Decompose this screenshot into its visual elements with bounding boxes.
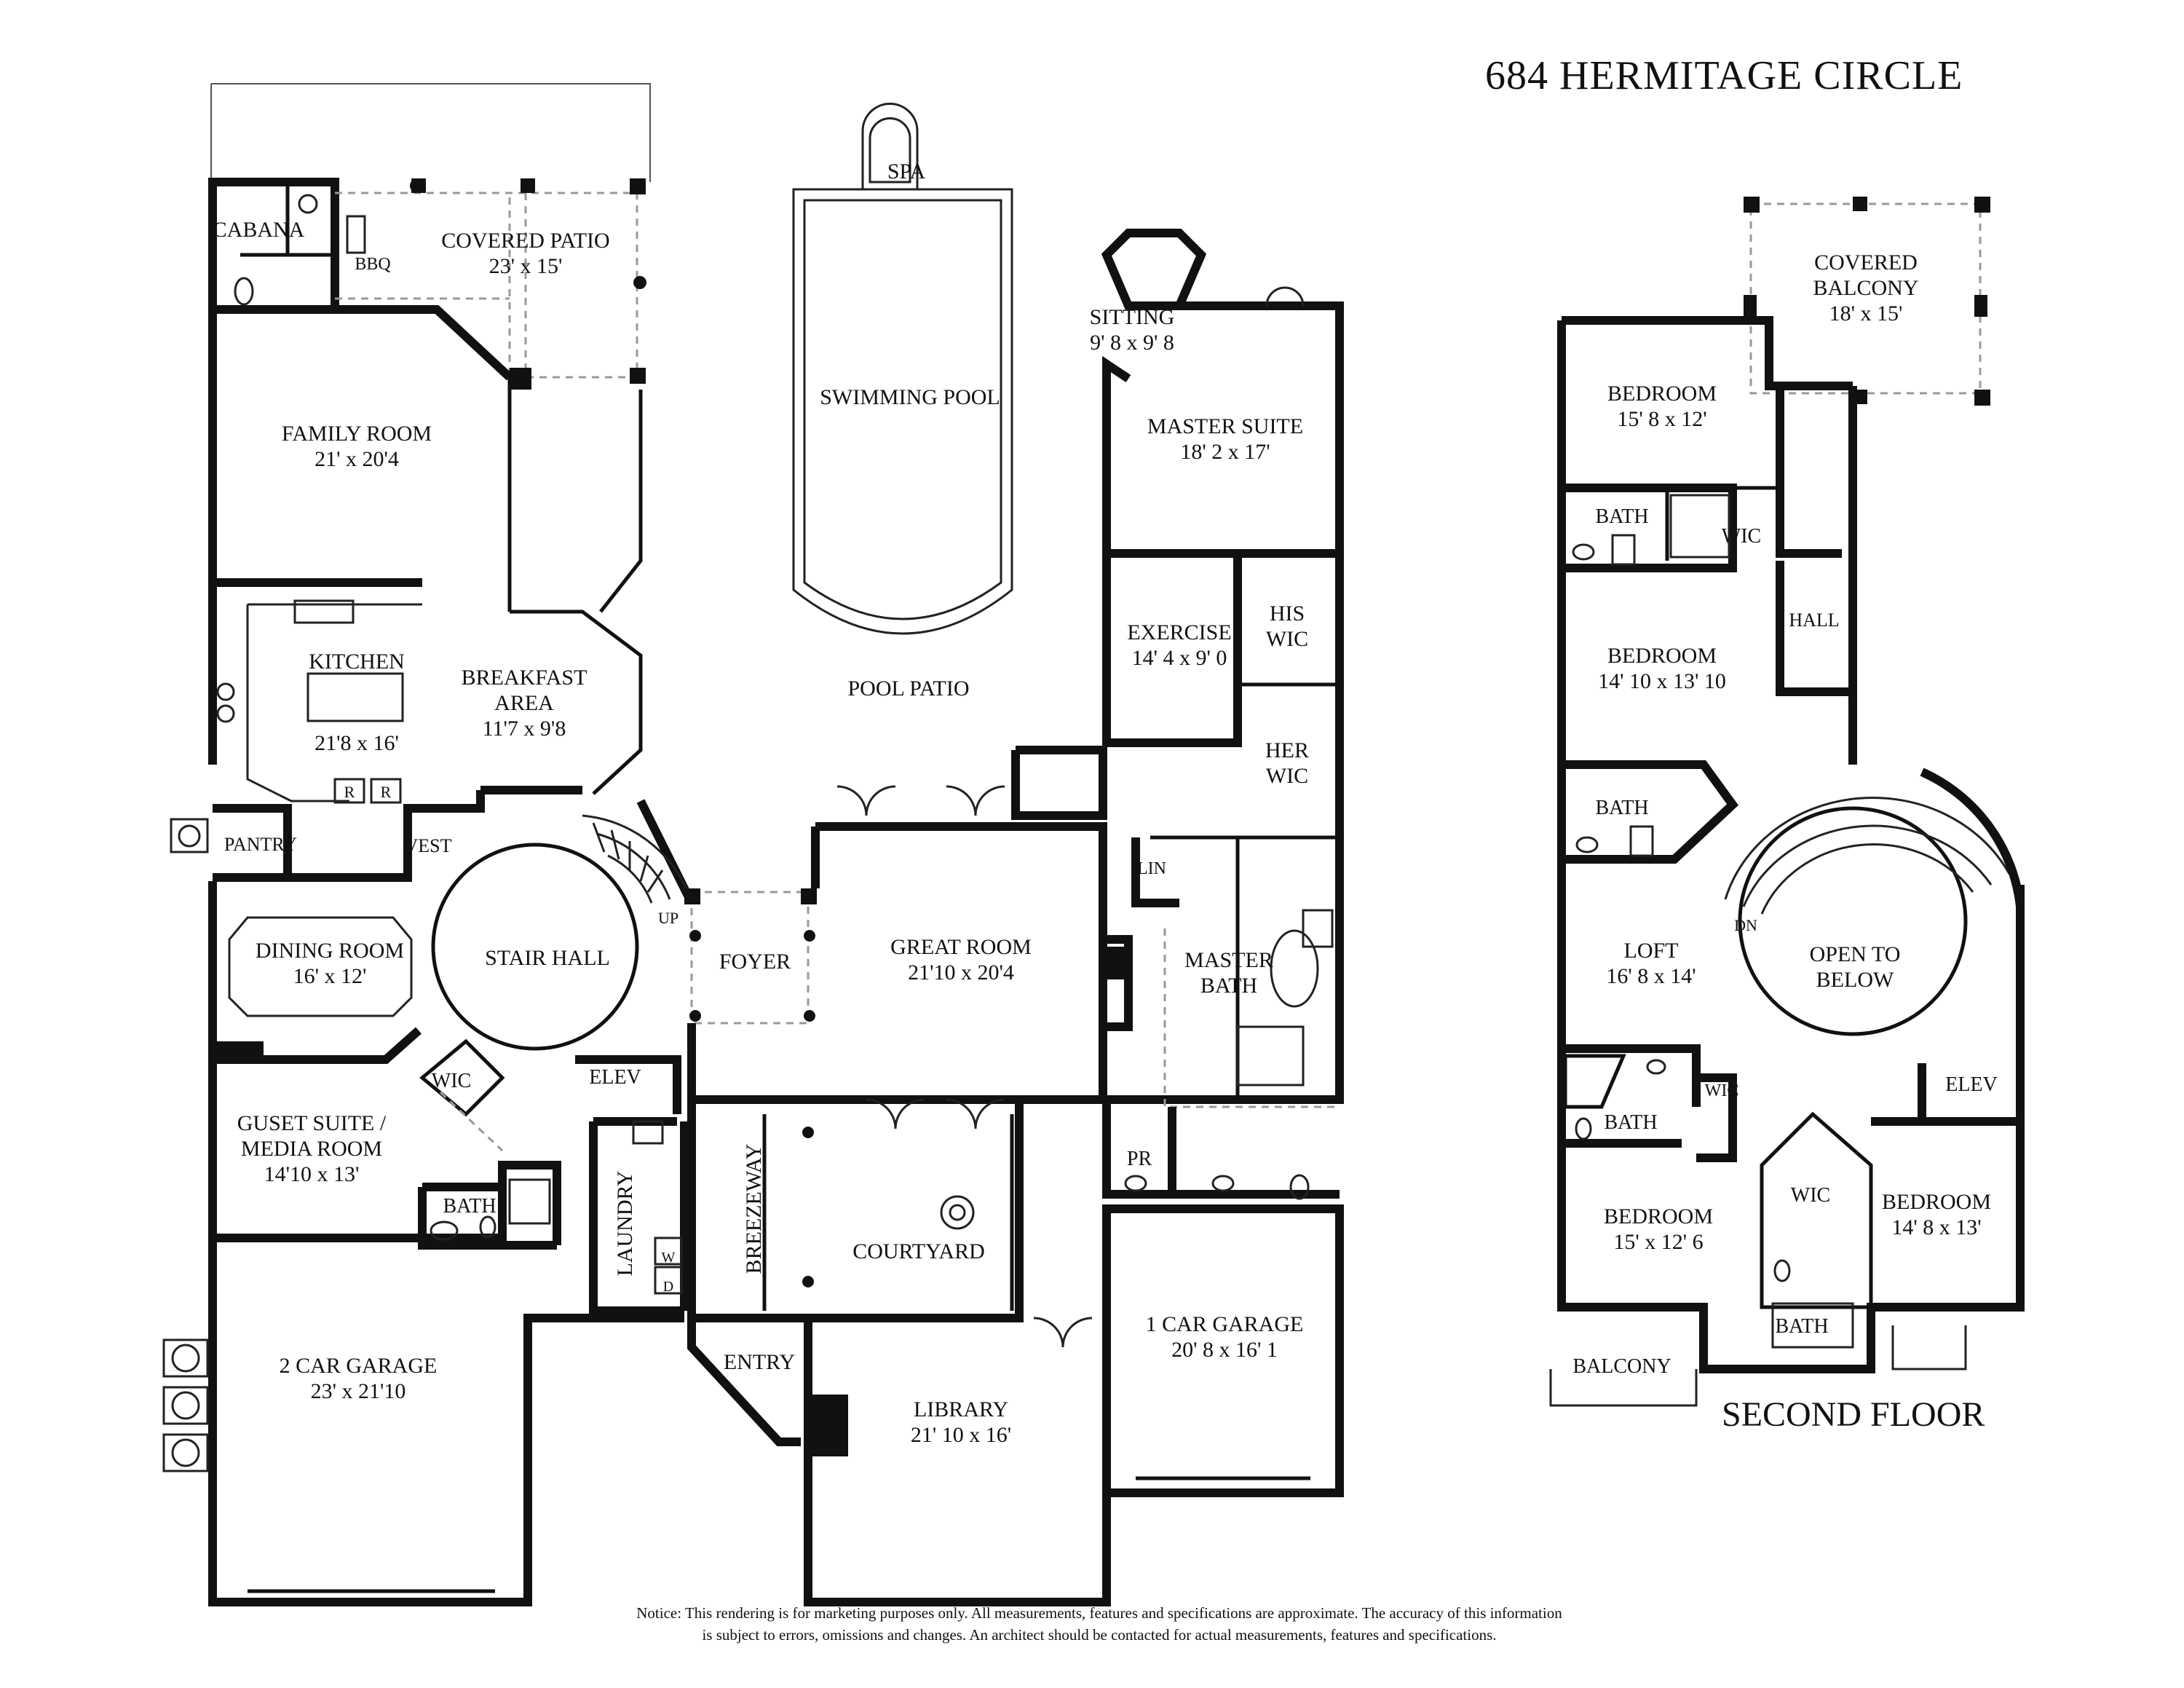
guest-wic-label: WIC: [432, 1070, 471, 1092]
master-suite-size: 18' 2 x 17': [1180, 440, 1270, 464]
bath-4-label: BATH: [1775, 1315, 1828, 1338]
master-bath-label-1: MASTER: [1184, 948, 1273, 972]
bedroom-4-label: BEDROOM: [1882, 1190, 1991, 1214]
guest-suite-label-1: GUSET SUITE /: [237, 1111, 387, 1135]
pantry-label: PANTRY: [224, 834, 297, 855]
bedroom-3-label: BEDROOM: [1604, 1204, 1713, 1228]
bedroom-1-label: BEDROOM: [1607, 382, 1717, 406]
pool-patio-label: POOL PATIO: [848, 677, 970, 701]
guest-suite-label-2: MEDIA ROOM: [241, 1137, 382, 1161]
hall-label: HALL: [1789, 610, 1839, 631]
wic-2-label: WIC: [1705, 1081, 1739, 1100]
sitting-label: SITTING: [1090, 305, 1175, 329]
library-size: 21' 10 x 16': [911, 1423, 1011, 1447]
notice-line-1: Notice: This rendering is for marketing …: [636, 1604, 1562, 1622]
breakfast-area-size: 11'7 x 9'8: [483, 717, 566, 741]
master-bath-label-2: BATH: [1200, 974, 1257, 998]
library-label: LIBRARY: [914, 1397, 1008, 1421]
second-floor-drawing: [1549, 197, 2025, 1407]
vest-label: VEST: [405, 835, 452, 856]
bath-2-label: BATH: [1595, 797, 1648, 819]
breakfast-area-label-2: AREA: [494, 691, 554, 715]
one-car-garage-label: 1 CAR GARAGE: [1146, 1312, 1304, 1336]
stair-down-label: DN: [1734, 916, 1757, 934]
refrigerator-mark-2: R: [381, 783, 392, 801]
dryer-label: D: [663, 1279, 673, 1295]
master-suite-label: MASTER SUITE: [1147, 414, 1303, 438]
bedroom-3-size: 15' x 12' 6: [1613, 1230, 1703, 1254]
linen-label: LIN: [1137, 859, 1166, 878]
kitchen-label: KITCHEN: [309, 650, 405, 674]
her-wic-label-2: WIC: [1266, 764, 1308, 788]
laundry-label: LAUNDRY: [613, 1170, 637, 1276]
one-car-garage-size: 20' 8 x 16' 1: [1171, 1338, 1278, 1362]
bath-3-label: BATH: [1604, 1111, 1657, 1134]
elevator-label: ELEV: [589, 1066, 641, 1089]
covered-balcony-size: 18' x 15': [1829, 301, 1903, 326]
open-to-below-label-2: BELOW: [1816, 968, 1894, 992]
powder-room-label: PR: [1127, 1148, 1152, 1170]
family-room-label: FAMILY ROOM: [282, 422, 432, 446]
breezeway-label: BREEZEWAY: [742, 1144, 766, 1274]
cabana-label: CABANA: [213, 218, 305, 242]
stair-up-label: UP: [658, 909, 678, 927]
kitchen-size: 21'8 x 16': [314, 731, 399, 755]
dining-room-label: DINING ROOM: [256, 939, 404, 963]
bedroom-1-size: 15' 8 x 12': [1617, 407, 1706, 431]
two-car-garage-size: 23' x 21'10: [311, 1379, 406, 1403]
bedroom-2-size: 14' 10 x 13' 10: [1598, 669, 1726, 693]
swimming-pool-label: SWIMMING POOL: [820, 385, 1000, 409]
exercise-label: EXERCISE: [1127, 620, 1231, 644]
her-wic-label-1: HER: [1265, 738, 1309, 762]
loft-size: 16' 8 x 14': [1606, 964, 1696, 988]
bbq-label: BBQ: [355, 255, 390, 274]
property-title: 684 HERMITAGE CIRCLE: [1485, 53, 1963, 98]
disclaimer-notice: Notice: This rendering is for marketing …: [393, 1602, 1805, 1646]
wic-3-label: WIC: [1791, 1184, 1830, 1207]
spa-label: SPA: [887, 159, 926, 184]
covered-patio-label: COVERED PATIO: [441, 229, 609, 253]
covered-patio-size: 23' x 15': [489, 254, 563, 278]
guest-bath-label: BATH: [443, 1195, 496, 1218]
entry-label: ENTRY: [724, 1350, 795, 1374]
great-room-size: 21'10 x 20'4: [908, 961, 1014, 985]
bedroom-4-size: 14' 8 x 13': [1891, 1215, 1981, 1239]
his-wic-label-1: HIS: [1270, 602, 1305, 626]
guest-suite-size: 14'10 x 13': [264, 1162, 360, 1186]
bedroom-2-label: BEDROOM: [1607, 644, 1717, 668]
covered-balcony-label-2: BALCONY: [1813, 276, 1918, 300]
his-wic-label-2: WIC: [1266, 627, 1308, 651]
elevator-2-label: ELEV: [1945, 1073, 1998, 1096]
great-room-label: GREAT ROOM: [890, 935, 1032, 959]
notice-line-2: is subject to errors, omissions and chan…: [702, 1626, 1497, 1644]
family-room-size: 21' x 20'4: [314, 447, 399, 471]
covered-balcony-label-1: COVERED: [1814, 251, 1918, 275]
stair-hall-label: STAIR HALL: [485, 946, 610, 970]
bath-1-label: BATH: [1595, 505, 1648, 528]
second-floor-title: SECOND FLOOR: [1722, 1395, 1985, 1434]
exercise-size: 14' 4 x 9' 0: [1132, 646, 1227, 670]
open-to-below-label-1: OPEN TO: [1810, 942, 1901, 966]
wic-1-label: WIC: [1722, 525, 1761, 548]
dining-room-size: 16' x 12': [293, 964, 367, 988]
foyer-label: FOYER: [719, 950, 791, 974]
loft-label: LOFT: [1624, 939, 1679, 963]
sitting-size: 9' 8 x 9' 8: [1090, 331, 1174, 355]
first-floor-drawing: [162, 83, 1344, 1606]
breakfast-area-label-1: BREAKFAST: [462, 666, 587, 690]
two-car-garage-label: 2 CAR GARAGE: [280, 1354, 438, 1378]
refrigerator-mark-1: R: [344, 783, 355, 801]
courtyard-label: COURTYARD: [852, 1239, 985, 1263]
washer-label: W: [662, 1250, 676, 1266]
balcony-label: BALCONY: [1572, 1355, 1671, 1378]
